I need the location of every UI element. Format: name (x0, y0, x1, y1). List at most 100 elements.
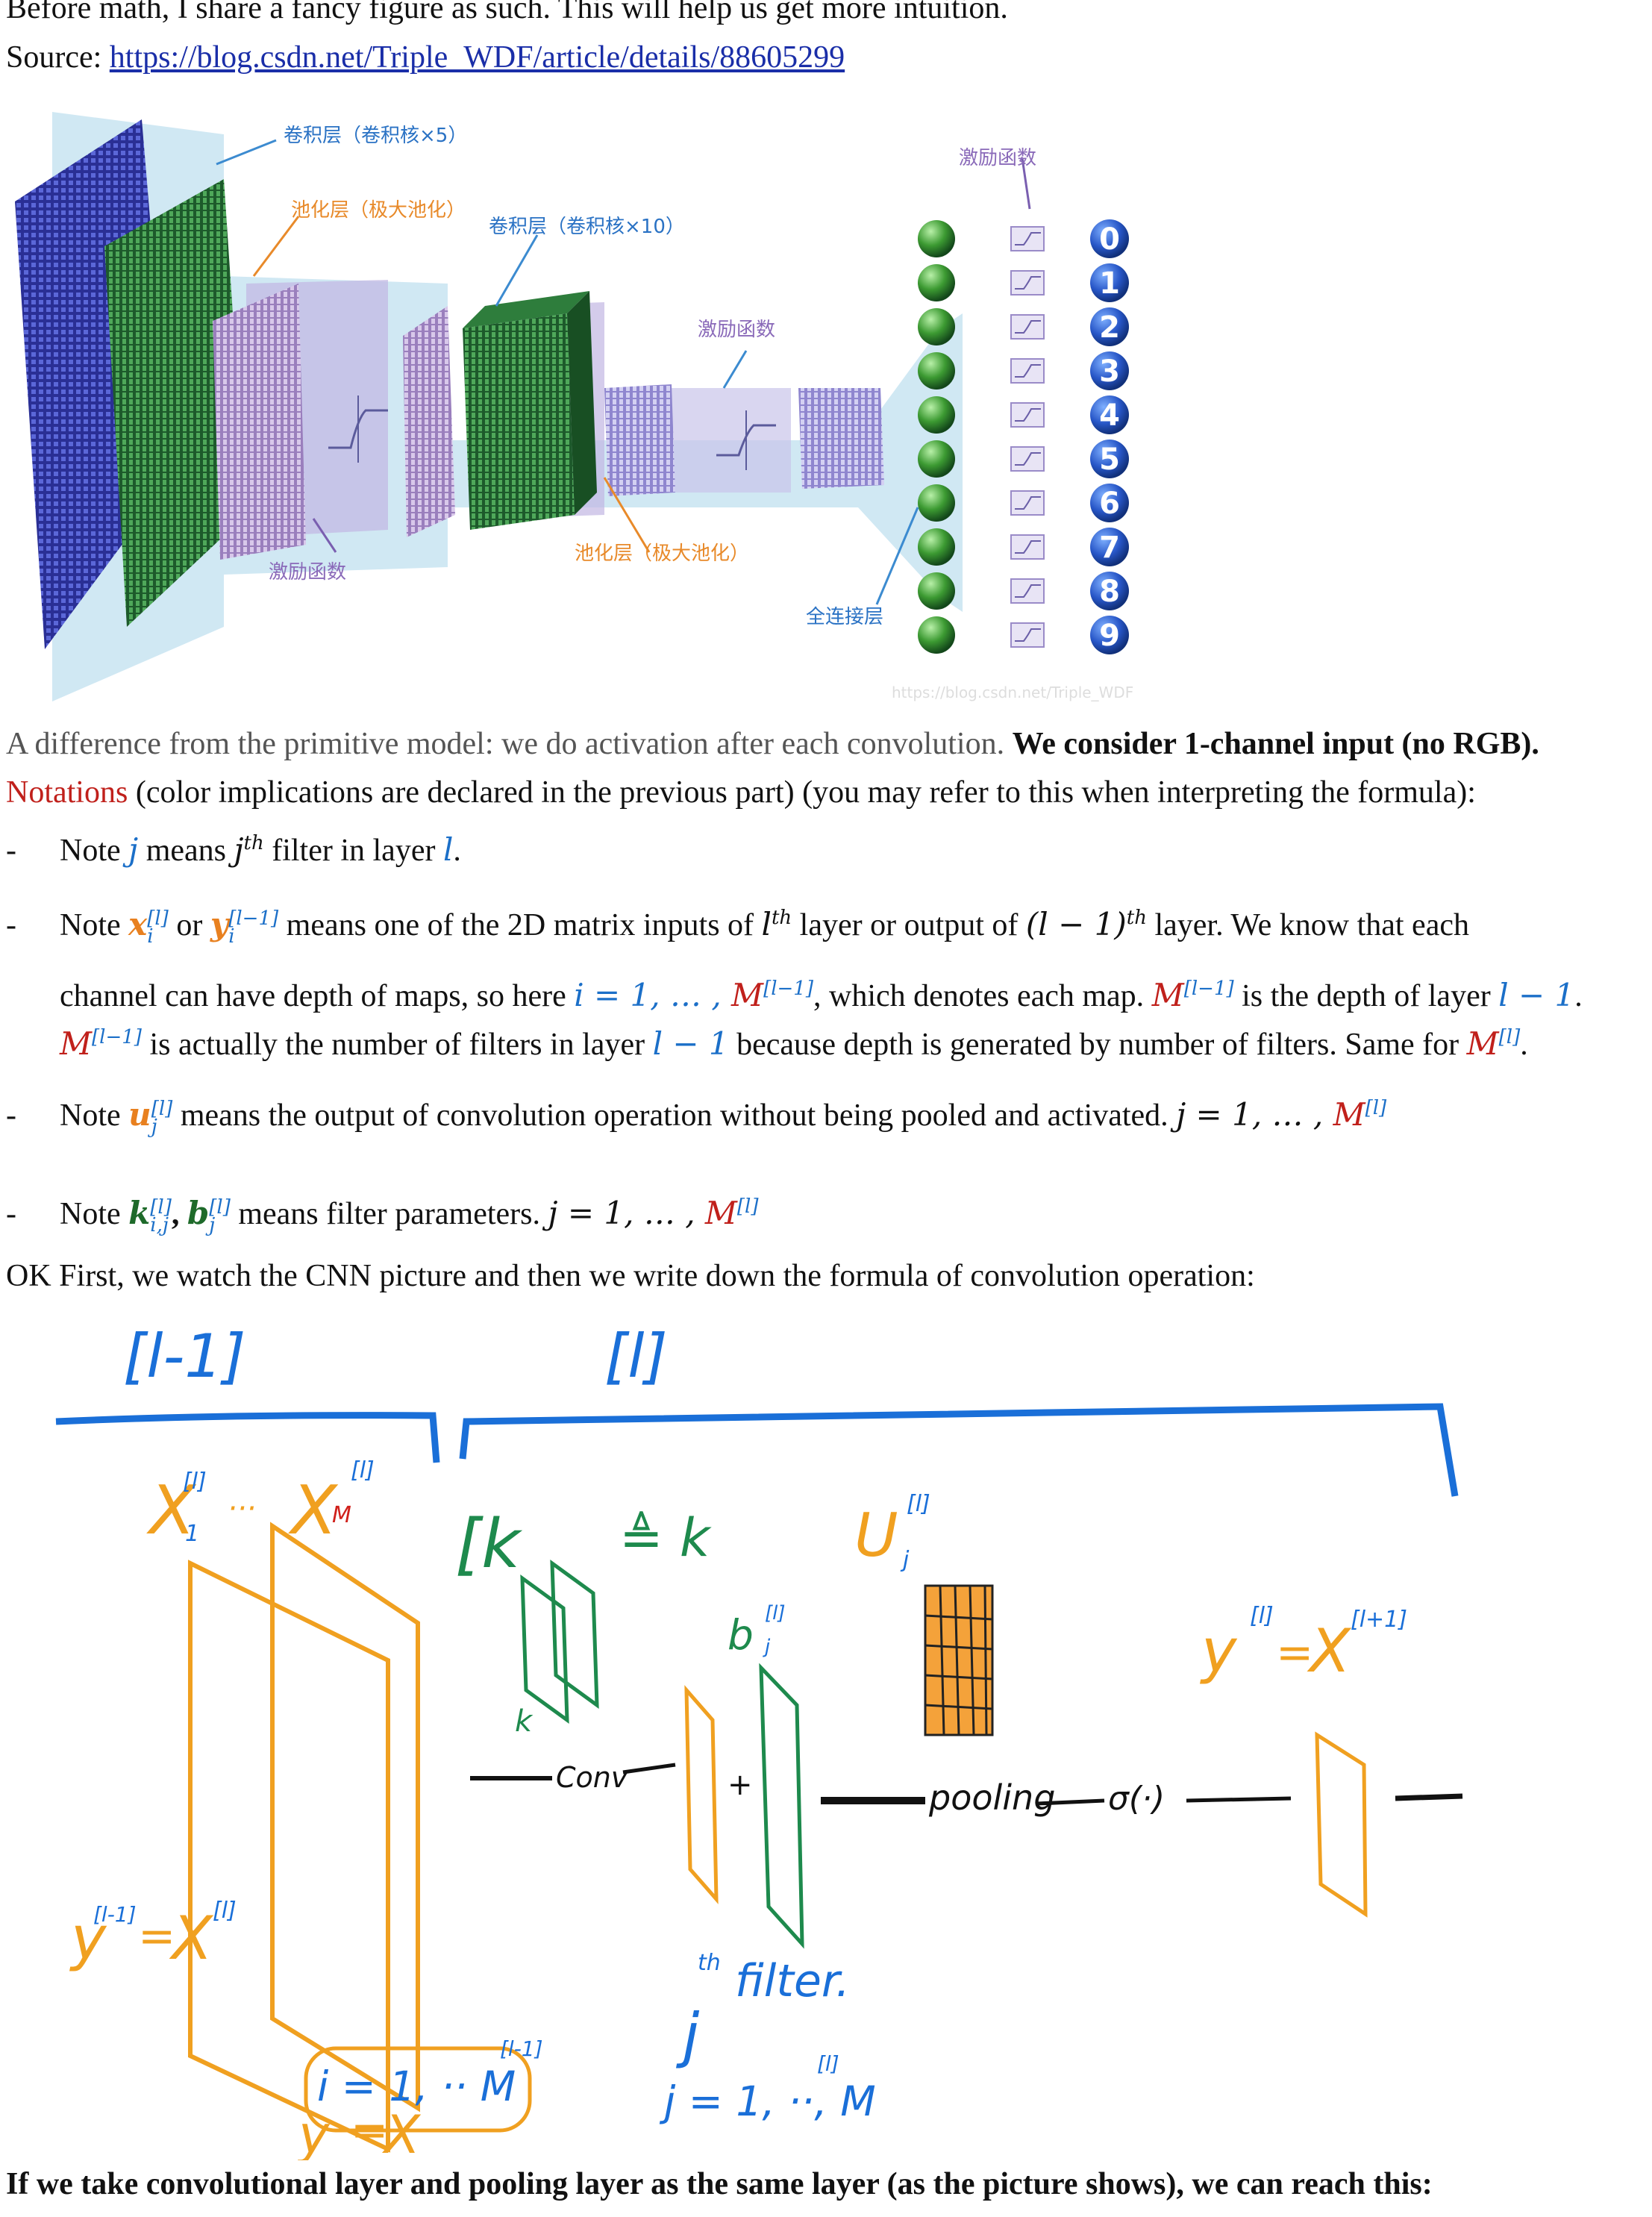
fc-neuron (918, 352, 955, 390)
j-range-sup: [l] (817, 2051, 839, 2076)
transition-band (664, 388, 791, 493)
fc-neuron (918, 616, 955, 654)
sigmoid-curve-icon (1015, 232, 1041, 246)
output-digit-circle (1090, 440, 1129, 478)
label-pool1: 池化层（极大池化） (291, 199, 466, 222)
fc-neuron (918, 396, 955, 434)
sigmoid-curve-icon (1015, 628, 1041, 642)
watermark: https://blog.csdn.net/Triple_WDF (892, 684, 1133, 701)
pooling-label: pooling (928, 1777, 1055, 1818)
x1-label: X (146, 1472, 197, 1550)
xm-sup: [l] (351, 1457, 375, 1483)
fc-neuron (918, 220, 955, 257)
output-plane (1315, 1731, 1368, 1918)
x1-sup: [l] (183, 1469, 207, 1495)
y-out-label: y (1200, 1616, 1238, 1686)
output-digit-label: 8 (1099, 575, 1120, 609)
arrow-to-sigma (1036, 1798, 1105, 1806)
fc-neuron (918, 440, 955, 478)
conv2-layer (463, 313, 575, 530)
source-line: Source: https://blog.csdn.net/Triple_WDF… (6, 40, 845, 75)
output-digit-label: 1 (1099, 266, 1120, 301)
j-range: j = 1, ··, M (659, 2077, 876, 2125)
kernel-bracket: [k (455, 1505, 523, 1583)
output-digit-circle (1090, 572, 1129, 610)
y-bottom-label: y (297, 2104, 331, 2160)
conv2-top (463, 291, 589, 328)
source-link[interactable]: https://blog.csdn.net/Triple_WDF/article… (109, 40, 845, 75)
arrow-out (1395, 1793, 1463, 1801)
i-range-sup: [l-1] (500, 2036, 543, 2061)
u-grid-icon (924, 1584, 994, 1736)
conv-label: Conv (556, 1761, 628, 1794)
sigmoid-curve-icon (1015, 452, 1041, 466)
input-map-front (188, 1560, 390, 2153)
x-out-label: X (1307, 1616, 1352, 1686)
output-digit-circle (1090, 307, 1129, 346)
note-x-y: -Note x[l]i or y[l−1]i means one of the … (6, 906, 1469, 948)
arrow-from-conv (622, 1763, 676, 1774)
kernel-back (550, 1559, 599, 1710)
kernel-front (520, 1574, 569, 1724)
xm-sub: M (332, 1502, 351, 1528)
layer-cur-label: [l] (604, 1322, 668, 1391)
note-k-b: -Note k[l]i,j, b[l]j means filter parame… (6, 1195, 759, 1237)
output-digit-circle (1090, 616, 1129, 654)
output-digit-circle (1090, 351, 1129, 390)
y-left-eq: = (138, 1910, 175, 1963)
u-sup: [l] (907, 1491, 930, 1517)
note-j: -Note j means jth filter in layer l. (6, 831, 461, 868)
x1-sub: 1 (185, 1521, 199, 1547)
note-x-y-line3: M[l−1] is actually the number of filters… (60, 1025, 1528, 1062)
output-digit-label: 3 (1099, 354, 1120, 389)
output-digit-circle (1090, 528, 1129, 566)
handdrawn-conv-diagram: [l-1] [l] X [l] 1 ··· X [l] M [k ≜ k U [… (55, 1322, 1463, 2160)
i-range: i = 1, ·· M (317, 2063, 516, 2110)
annotation-arrows-orange (252, 216, 651, 553)
jth-sup: th (698, 1950, 721, 1976)
closing-line: If we take convolutional layer and pooli… (6, 2167, 1433, 2201)
conv-output-plane (684, 1685, 719, 1904)
output-digit-circle (1090, 219, 1129, 258)
y-bottom-eq: = (351, 2104, 388, 2157)
output-digit-label: 6 (1099, 487, 1120, 521)
label-pool2: 池化层（极大池化） (575, 542, 749, 565)
output-digit-circle (1090, 263, 1129, 302)
label-fc: 全连接层 (806, 606, 883, 628)
plus-sign: + (728, 1768, 753, 1802)
sigmoid-curve-icon (1015, 320, 1041, 334)
layer-prev-label: [l-1] (123, 1322, 245, 1391)
arrow-to-output (1186, 1796, 1292, 1803)
note-x-y-line2: channel can have depth of maps, so here … (60, 977, 1583, 1013)
y-left-label: y (69, 1904, 107, 1973)
sigmoid-curve-icon (1015, 540, 1041, 554)
input-map-back (270, 1522, 420, 2113)
output-digit-label: 9 (1099, 619, 1120, 653)
fc-neuron (918, 308, 955, 345)
sigmoid-curve-icon (1015, 364, 1041, 378)
conv2-front (403, 306, 455, 537)
x-bottom-label: X (381, 2104, 422, 2160)
b-sup: [l] (765, 1602, 786, 1625)
sigmoid-curve-icon (1015, 408, 1041, 422)
sigmoid-curve-icon (1015, 276, 1041, 290)
fc-neuron (918, 572, 955, 610)
xm-label: X (288, 1472, 339, 1550)
x-left-label: X (169, 1904, 214, 1973)
filter-label: filter. (735, 1955, 850, 2007)
kernel-eq: ≜ k (619, 1507, 712, 1569)
b-sub: j (763, 1636, 771, 1658)
output-digit-circle (1090, 395, 1129, 434)
annotation-arrows (216, 139, 919, 605)
label-conv1: 卷积层（卷积核×5） (284, 125, 467, 147)
label-activation-left: 激励函数 (269, 561, 346, 584)
conv1-layer (104, 179, 246, 627)
y-out-sup: [l] (1250, 1603, 1274, 1629)
conv2-side (567, 291, 597, 515)
notations-line: Notations (color implications are declar… (6, 775, 1476, 810)
ok-line: OK First, we watch the CNN picture and t… (6, 1259, 1255, 1293)
fc-neuron (918, 528, 955, 566)
pool2-layer (604, 384, 675, 496)
x-left-sup: [l] (213, 1898, 237, 1924)
